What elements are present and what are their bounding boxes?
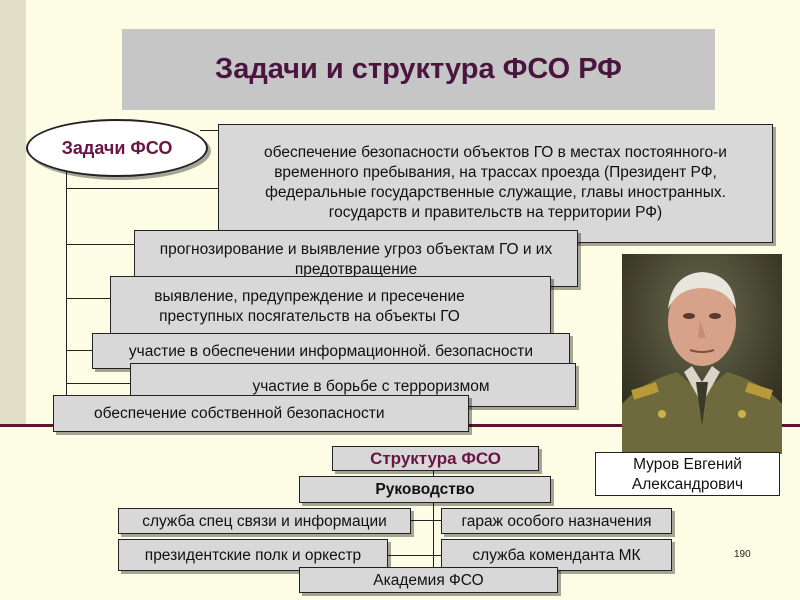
tasks-label: Задачи ФСО [26,119,208,177]
unit-box-academy: Академия ФСО [299,567,558,593]
connector-line [66,298,110,299]
unit-box-garage: гараж особого назначения [441,508,672,534]
unit-box-regiment: президентские полк и оркестр [118,539,388,571]
portrait-illustration [622,254,782,454]
connector-line [66,244,136,245]
page-title: Задачи и структура ФСО РФ [122,29,715,110]
left-decor-bar [0,0,26,427]
task-box-6: обеспечение собственной безопасности [53,395,469,432]
structure-head-box: Руководство [299,476,551,503]
connector-line [66,350,92,351]
connector-line [66,383,130,384]
structure-title: Структура ФСО [332,446,539,471]
connector-line [411,520,441,521]
task-box-1: обеспечение безопасности объектов ГО в м… [218,124,773,243]
unit-box-commandant: служба коменданта МК [441,539,672,571]
connector-line [200,130,222,131]
portrait-photo [622,254,782,454]
tree-trunk-line [66,170,67,402]
unit-box-communications: служба спец связи и информации [118,508,411,534]
connector-line [66,188,218,189]
page-number: 190 [734,549,751,560]
person-name-caption: Муров Евгений Александрович [595,452,780,496]
connector-line [388,555,441,556]
task-box-3: выявление, предупреждение и пресечение п… [110,276,551,334]
